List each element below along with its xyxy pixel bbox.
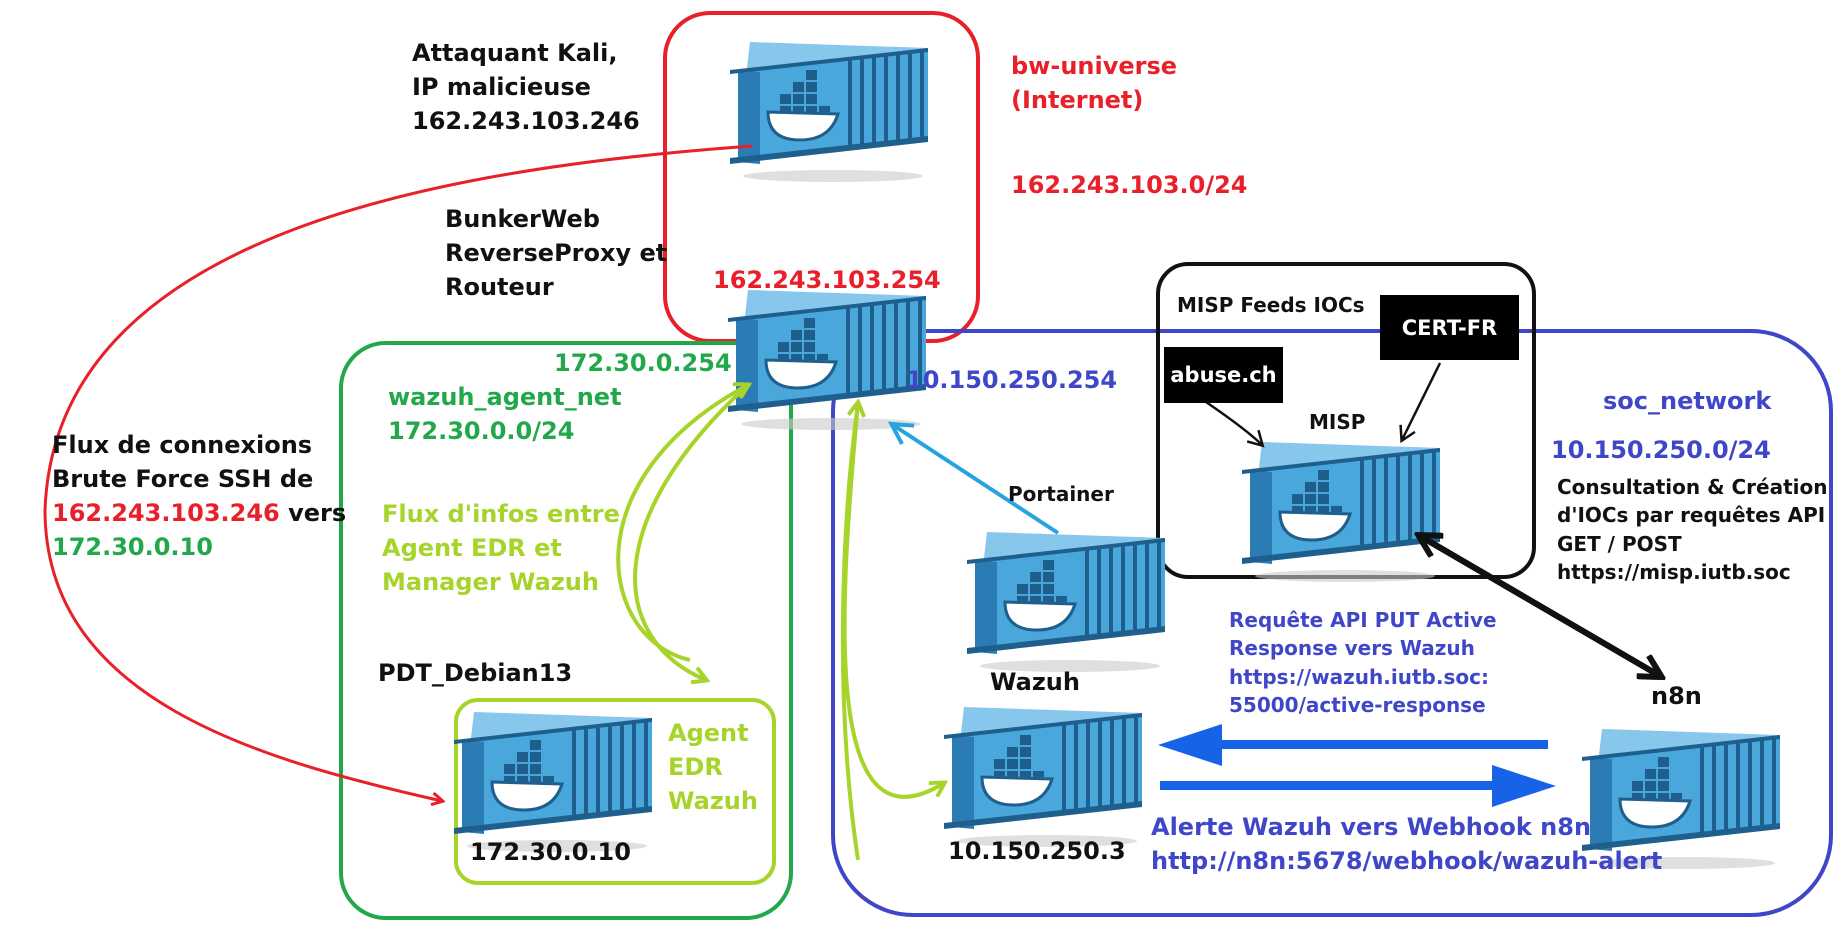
debian-ip: 172.30.0.10 [470, 838, 631, 866]
wazuh-container-icon [942, 705, 1144, 849]
attacker-label: Attaquant Kali, IP malicieuse 162.243.10… [412, 39, 640, 136]
active-response-arrowhead [1158, 724, 1222, 766]
internet-network-name: bw-universe (Internet) [1011, 52, 1178, 115]
n8n-label: n8n [1651, 682, 1702, 710]
bunkerweb-label: BunkerWeb ReverseProxy et Routeur [445, 205, 668, 302]
certfr-feed-arrow [1402, 362, 1442, 440]
soc-network-name: soc_network [1603, 387, 1772, 415]
wazuh-ip: 10.150.250.3 [948, 837, 1126, 865]
ssh-flow-dst-ip: 172.30.0.10 [52, 533, 213, 562]
agent-flow-arrow-bottom [633, 383, 750, 680]
bunkerweb-internet-ip: 162.243.103.254 [713, 266, 941, 294]
wazuh-router-flow-arrow [842, 402, 944, 799]
misp-container-icon [1240, 440, 1442, 584]
agent-flow-arrow-top [616, 385, 748, 662]
debian-container-icon [452, 710, 654, 854]
soc-network-subnet: 10.150.250.0/24 [1551, 436, 1771, 464]
alert-arrowhead [1492, 765, 1556, 807]
debian-host-name: PDT_Debian13 [378, 659, 573, 687]
portainer-router-arrow [893, 425, 1060, 535]
abuse-ch-feed: abuse.ch [1164, 347, 1283, 403]
misp-label: MISP [1309, 410, 1366, 434]
cert-fr-feed: CERT-FR [1380, 295, 1519, 360]
internet-subnet: 162.243.103.0/24 [1011, 171, 1248, 199]
n8n-misp-api-arrow [1420, 536, 1662, 679]
portainer-label: Portainer [1008, 482, 1114, 506]
agent-edr-label: Agent EDR Wazuh [668, 719, 758, 816]
agent-net-zone [339, 341, 793, 920]
portainer-container-icon [965, 530, 1167, 674]
attacker-container-icon [728, 40, 930, 184]
agent-edr-zone [454, 698, 776, 885]
alert-note: Alerte Wazuh vers Webhook n8n http://n8n… [1151, 813, 1663, 876]
misp-api-note: Consultation & Création d'IOCs par requê… [1557, 475, 1828, 585]
ssh-flow-label: Flux de connexions Brute Force SSH de 16… [52, 428, 346, 564]
agent-flow-label: Flux d'infos entre Agent EDR et Manager … [382, 500, 620, 597]
alert-arrow-shaft [1160, 781, 1498, 790]
ssh-bruteforce-flow-arrow [43, 144, 753, 801]
wazuh-label: Wazuh [990, 668, 1080, 696]
bunkerweb-agent-ip: 172.30.0.254 [554, 349, 732, 377]
misp-group-title: MISP Feeds IOCs [1177, 293, 1365, 317]
active-response-arrow-shaft [1210, 740, 1548, 749]
bunkerweb-soc-ip: 10.150.250.254 [906, 366, 1118, 394]
abuse-feed-arrow [1205, 400, 1262, 445]
agent-net-name: wazuh_agent_net 172.30.0.0/24 [388, 383, 622, 446]
ssh-flow-src-ip: 162.243.103.246 [52, 499, 280, 528]
ssh-flow-vers: vers [288, 499, 347, 528]
wazuh-router-flow-arrowhead [840, 403, 858, 861]
active-response-note: Requête API PUT Active Response vers Waz… [1229, 608, 1497, 718]
soc-network-zone [831, 329, 1833, 917]
bunkerweb-container-icon [726, 288, 928, 432]
